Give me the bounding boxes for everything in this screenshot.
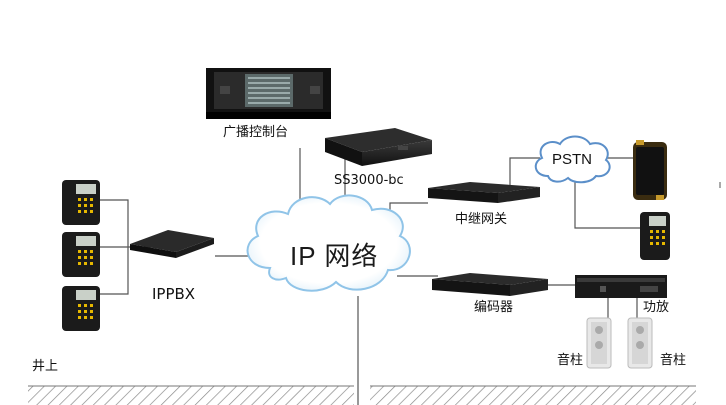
speaker-left-label: 音柱 — [557, 353, 584, 368]
speaker-right-label: 音柱 — [660, 353, 687, 368]
ip-network-label: IP 网络 — [290, 241, 379, 271]
ss3000-label: SS3000-bc — [334, 173, 404, 188]
speaker-left — [586, 317, 612, 369]
console-label: 广播控制台 — [223, 125, 289, 140]
pstn-cloud — [534, 135, 611, 184]
ss3000-device — [325, 128, 432, 166]
amplifier-label: 功放 — [643, 300, 670, 315]
line-gateway-pstn — [509, 157, 540, 187]
speaker-right — [627, 317, 653, 369]
desk-phone-1 — [62, 180, 100, 225]
ground-strip-right — [370, 385, 696, 405]
desk-phone-3 — [62, 286, 100, 331]
desk-phone-2 — [62, 232, 100, 277]
amplifier-device — [575, 275, 667, 298]
console-device — [206, 68, 331, 119]
encoder-device — [432, 273, 548, 296]
gateway-label: 中继网关 — [455, 212, 508, 227]
encoder-label: 编码器 — [474, 300, 514, 315]
pstn-label: PSTN — [552, 151, 593, 168]
mobile-phone — [633, 140, 667, 200]
ippbx-label: IPPBX — [152, 285, 196, 303]
ip-network-cloud — [246, 194, 411, 292]
gateway-device — [428, 182, 540, 203]
ground-strip-left — [28, 385, 354, 405]
desk-phone-right — [640, 212, 670, 260]
ippbx-device — [130, 230, 214, 258]
line-pstn-deskphone — [574, 180, 640, 229]
surface-zone-label: 井上 — [32, 359, 59, 374]
